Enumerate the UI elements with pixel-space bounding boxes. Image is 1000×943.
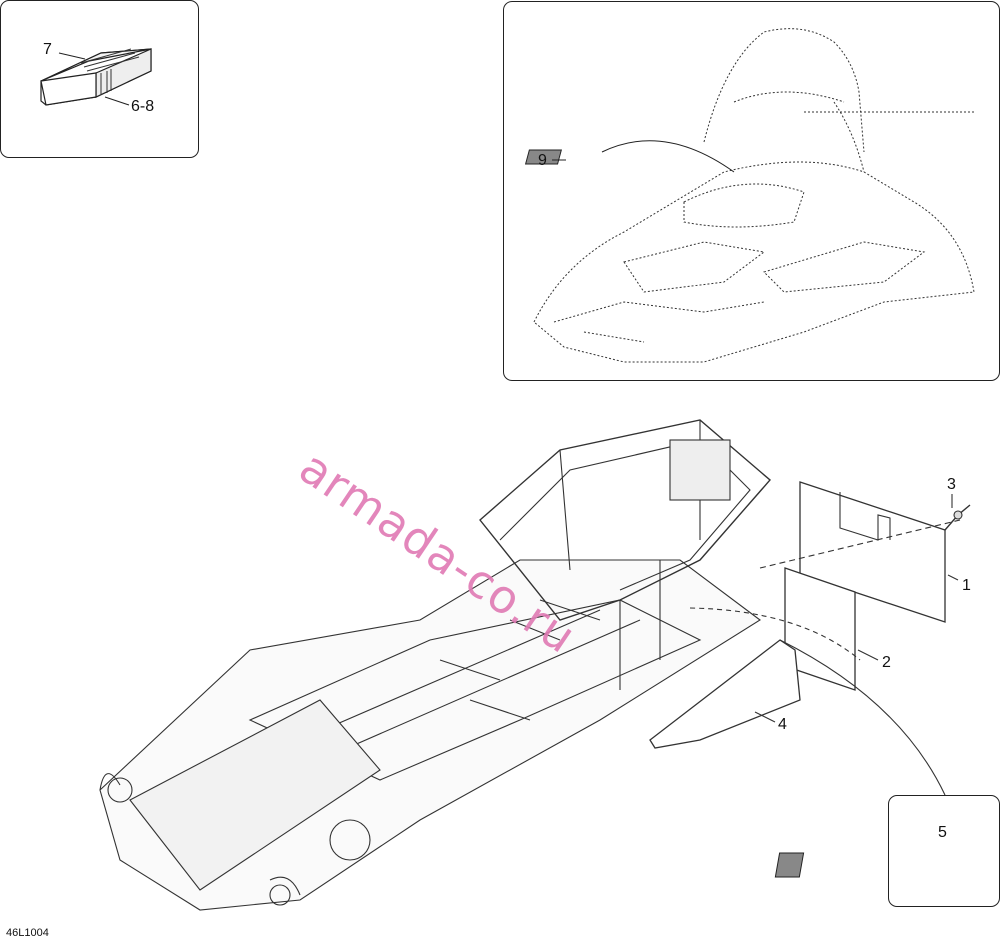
inset-body-detail: 9 bbox=[503, 1, 1000, 381]
callout-9: 9 bbox=[538, 152, 547, 169]
callout-4: 4 bbox=[778, 716, 787, 733]
vehicle-body-outline bbox=[524, 28, 975, 363]
callout-2: 2 bbox=[882, 654, 891, 671]
callout-1: 1 bbox=[962, 577, 971, 594]
callout-6-8: 6-8 bbox=[131, 98, 155, 115]
foam-pad-drawing bbox=[40, 48, 152, 106]
decal-5-icon bbox=[774, 852, 805, 878]
inset-decal-detail bbox=[888, 795, 1000, 907]
callout-5: 5 bbox=[938, 824, 947, 841]
inset-pad-detail: 7 6-8 bbox=[0, 0, 199, 158]
callout-3: 3 bbox=[947, 476, 956, 493]
drawing-code: 46L1004 bbox=[6, 927, 49, 939]
callout-7: 7 bbox=[43, 41, 52, 58]
